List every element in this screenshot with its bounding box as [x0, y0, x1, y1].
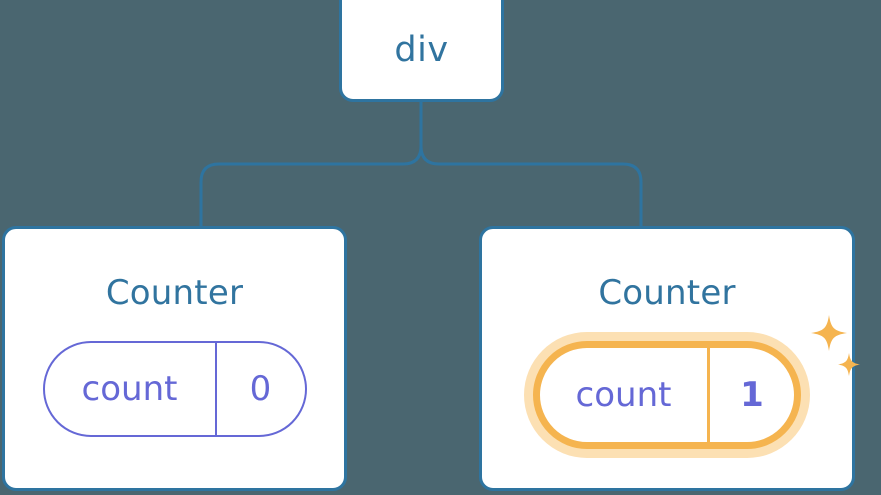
sparkle-icon: [811, 315, 847, 351]
connector-to-left-counter: [199, 144, 423, 228]
node-div-label: div: [394, 29, 449, 70]
sparkle-small-icon: [838, 353, 860, 376]
connector-to-right-counter: [419, 144, 643, 228]
node-counter-right-title: Counter: [598, 273, 736, 313]
node-div[interactable]: div: [339, 0, 504, 102]
state-key-right: count: [540, 348, 710, 442]
state-value-left: 0: [249, 369, 272, 409]
state-pill-left[interactable]: count 0: [42, 341, 307, 437]
state-pill-wrap-left: count 0: [42, 341, 307, 437]
node-counter-right[interactable]: Counter count 1: [479, 226, 860, 491]
state-key-left: count: [45, 343, 217, 435]
state-pill-wrap-right: count 1: [533, 315, 860, 449]
node-counter-left-title: Counter: [105, 273, 244, 313]
state-value-right: 1: [740, 375, 764, 415]
state-pill-right[interactable]: count 1: [533, 341, 801, 449]
sparkles-group: [811, 315, 860, 376]
node-counter-left[interactable]: Counter count 0: [2, 226, 347, 491]
